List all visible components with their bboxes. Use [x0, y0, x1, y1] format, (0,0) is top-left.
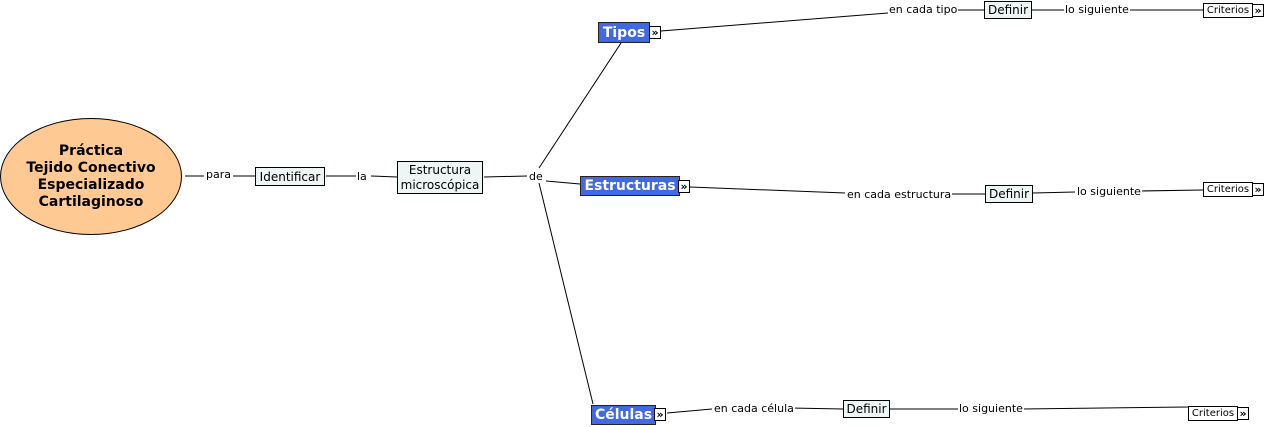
link-label-para: para [205, 168, 232, 181]
concept-celulas[interactable]: Células [591, 405, 656, 425]
double-chevron-right-icon[interactable]: » [1252, 4, 1264, 17]
link-label-de: de [528, 170, 544, 183]
concept-estructuras[interactable]: Estructuras [580, 176, 680, 196]
link-label-lo-siguiente-celulas: lo siguiente [958, 402, 1024, 415]
concept-criterios-tipos[interactable]: Criterios [1203, 3, 1253, 18]
root-line-2: Tejido Conectivo [26, 159, 156, 176]
link-label-lo-siguiente-estructuras: lo siguiente [1076, 185, 1142, 198]
double-chevron-right-icon[interactable]: » [654, 408, 666, 421]
concept-definir-tipos[interactable]: Definir [984, 1, 1032, 19]
concept-definir-celulas[interactable]: Definir [843, 400, 890, 418]
link-label-la: la [356, 170, 368, 183]
double-chevron-right-icon[interactable]: » [1237, 407, 1249, 420]
root-line-4: Cartilaginoso [38, 193, 144, 210]
link-label-en-cada-celula: en cada célula [713, 402, 795, 415]
root-line-3: Especializado [37, 176, 145, 193]
link-label-en-cada-tipo: en cada tipo [888, 3, 959, 16]
concept-criterios-celulas[interactable]: Criterios [1188, 406, 1238, 421]
link-label-lo-siguiente-tipos: lo siguiente [1064, 3, 1130, 16]
double-chevron-right-icon[interactable]: » [1252, 183, 1264, 196]
root-line-1: Práctica [58, 142, 124, 159]
concept-tipos[interactable]: Tipos [598, 22, 650, 43]
concept-criterios-estructuras[interactable]: Criterios [1203, 182, 1253, 197]
concept-identificar[interactable]: Identificar [255, 167, 325, 186]
estructura-line-1: Estructura [408, 162, 472, 177]
link-label-en-cada-estructura: en cada estructura [846, 188, 953, 201]
concept-definir-estructuras[interactable]: Definir [985, 185, 1033, 203]
double-chevron-right-icon[interactable]: » [678, 180, 690, 193]
concept-estructura-microscopica[interactable]: Estructura microscópica [397, 161, 483, 194]
root-concept-practica[interactable]: Práctica Tejido Conectivo Especializado … [0, 118, 182, 235]
estructura-line-2: microscópica [400, 177, 480, 192]
double-chevron-right-icon[interactable]: » [649, 26, 661, 39]
